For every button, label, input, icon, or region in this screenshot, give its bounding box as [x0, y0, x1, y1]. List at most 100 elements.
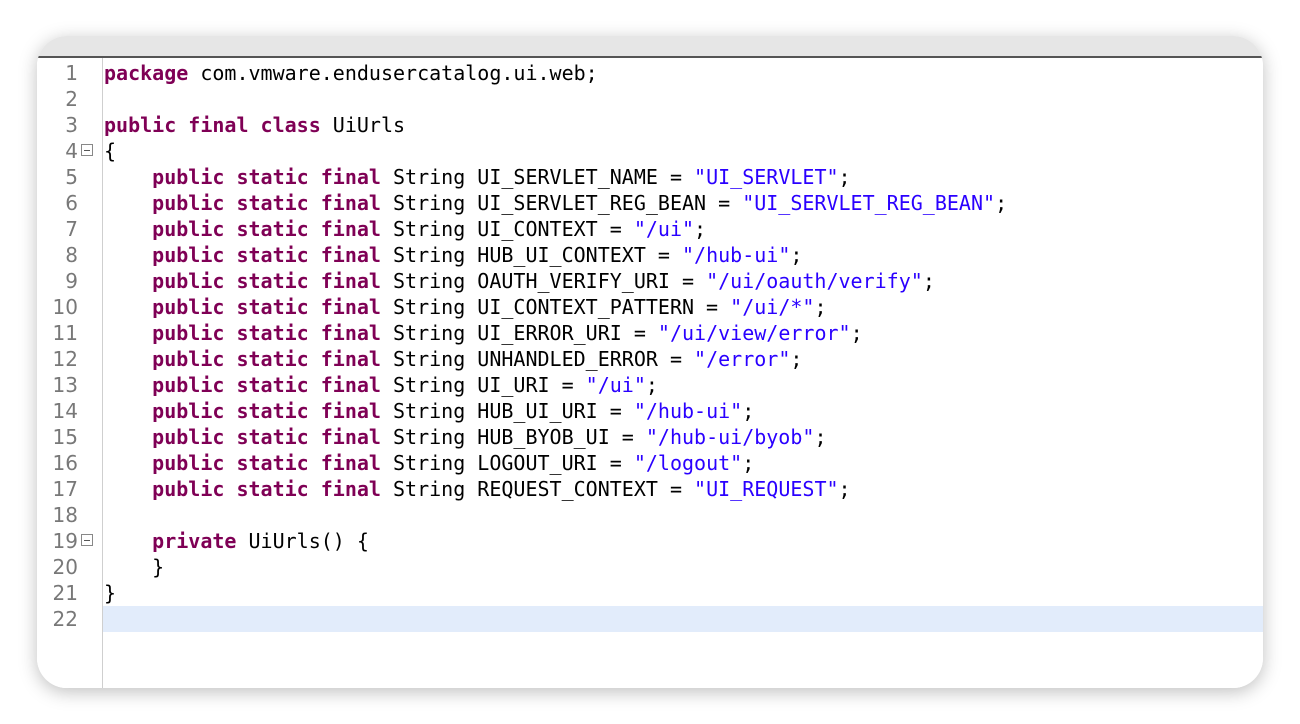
code-token: }	[104, 581, 117, 605]
line-number: 22	[52, 607, 78, 631]
code-text: private UiUrls() {	[104, 528, 369, 554]
code-text: public static final String HUB_BYOB_UI =…	[104, 424, 826, 450]
code-line[interactable]: 21}	[37, 580, 1263, 606]
code-token: ;	[922, 269, 935, 293]
code-line[interactable]: 12 public static final String UNHANDLED_…	[37, 346, 1263, 372]
code-token: UiUrls() {	[236, 529, 369, 553]
code-token: ;	[645, 373, 658, 397]
string-literal-token: "/ui/*"	[730, 295, 815, 319]
fold-collapse-icon[interactable]	[81, 144, 93, 156]
code-token	[104, 243, 152, 267]
string-literal-token: "/hub-ui"	[633, 399, 743, 423]
code-token	[104, 477, 152, 501]
code-token: ;	[694, 217, 707, 241]
line-number: 12	[52, 347, 78, 371]
code-token: ;	[790, 243, 803, 267]
code-text: public final class UiUrls	[104, 112, 405, 138]
string-literal-token: "/logout"	[633, 451, 743, 475]
keyword-token: public static final	[152, 373, 381, 397]
code-token: com.vmware.endusercatalog.ui.web;	[188, 61, 598, 85]
code-token: {	[104, 139, 117, 163]
code-token: String REQUEST_CONTEXT =	[380, 477, 695, 501]
string-literal-token: "/ui"	[633, 217, 695, 241]
code-token	[104, 373, 152, 397]
keyword-token: public static final	[152, 243, 381, 267]
current-line-highlight	[103, 606, 1263, 632]
code-line[interactable]: 2	[37, 86, 1263, 112]
code-line[interactable]: 4{	[37, 138, 1263, 164]
code-text: public static final String REQUEST_CONTE…	[104, 476, 850, 502]
keyword-token: public static final	[152, 217, 381, 241]
code-line[interactable]: 16 public static final String LOGOUT_URI…	[37, 450, 1263, 476]
code-token: String UI_CONTEXT =	[380, 217, 634, 241]
code-token	[104, 165, 152, 189]
string-literal-token: "/ui/oauth/verify"	[706, 269, 923, 293]
string-literal-token: "/hub-ui"	[681, 243, 791, 267]
line-number: 18	[52, 503, 78, 527]
line-number: 4	[65, 139, 78, 163]
string-literal-token: "/ui"	[585, 373, 646, 397]
keyword-token: public static final	[152, 321, 381, 345]
keyword-token: public static final	[152, 451, 381, 475]
window-titlebar	[37, 36, 1263, 58]
code-line[interactable]: 20 }	[37, 554, 1263, 580]
code-line[interactable]: 14 public static final String HUB_UI_URI…	[37, 398, 1263, 424]
line-number: 8	[65, 243, 78, 267]
code-token: String UI_SERVLET_NAME =	[380, 165, 695, 189]
line-number: 5	[65, 165, 78, 189]
code-line[interactable]: 13 public static final String UI_URI = "…	[37, 372, 1263, 398]
code-text: public static final String LOGOUT_URI = …	[104, 450, 754, 476]
line-number: 7	[65, 217, 78, 241]
code-text: }	[104, 580, 116, 606]
code-token: ;	[838, 165, 851, 189]
line-number: 21	[52, 581, 78, 605]
line-number: 10	[52, 295, 78, 319]
code-token	[104, 295, 152, 319]
code-line[interactable]: 19 private UiUrls() {	[37, 528, 1263, 554]
string-literal-token: "/hub-ui/byob"	[645, 425, 815, 449]
line-number: 16	[52, 451, 78, 475]
code-line[interactable]: 8 public static final String HUB_UI_CONT…	[37, 242, 1263, 268]
code-token: String UNHANDLED_ERROR =	[380, 347, 695, 371]
fold-collapse-icon[interactable]	[81, 534, 93, 546]
code-token	[104, 191, 152, 215]
code-text: public static final String HUB_UI_CONTEX…	[104, 242, 802, 268]
code-text: public static final String UNHANDLED_ERR…	[104, 346, 802, 372]
code-line[interactable]: 18	[37, 502, 1263, 528]
code-token: String OAUTH_VERIFY_URI =	[380, 269, 707, 293]
line-number: 15	[52, 425, 78, 449]
string-literal-token: "UI_SERVLET"	[694, 165, 839, 189]
code-token: ;	[790, 347, 803, 371]
code-token	[104, 217, 152, 241]
code-line[interactable]: 7 public static final String UI_CONTEXT …	[37, 216, 1263, 242]
code-line[interactable]: 22	[37, 606, 1263, 632]
code-token: String UI_ERROR_URI =	[380, 321, 658, 345]
code-line[interactable]: 15 public static final String HUB_BYOB_U…	[37, 424, 1263, 450]
code-line[interactable]: 9 public static final String OAUTH_VERIF…	[37, 268, 1263, 294]
keyword-token: public static final	[152, 295, 381, 319]
line-number: 17	[52, 477, 78, 501]
keyword-token: public static final	[152, 269, 381, 293]
line-number: 1	[65, 61, 78, 85]
code-token: String UI_CONTEXT_PATTERN =	[380, 295, 731, 319]
code-line[interactable]: 11 public static final String UI_ERROR_U…	[37, 320, 1263, 346]
code-line[interactable]: 17 public static final String REQUEST_CO…	[37, 476, 1263, 502]
code-token: String HUB_UI_URI =	[380, 399, 634, 423]
code-token: ;	[814, 425, 827, 449]
code-line[interactable]: 6 public static final String UI_SERVLET_…	[37, 190, 1263, 216]
code-token	[104, 321, 152, 345]
line-number: 2	[65, 87, 78, 111]
keyword-token: public final class	[104, 113, 321, 137]
code-line[interactable]: 5 public static final String UI_SERVLET_…	[37, 164, 1263, 190]
keyword-token: public static final	[152, 191, 381, 215]
code-token: ;	[742, 399, 755, 423]
code-token	[104, 425, 152, 449]
keyword-token: public static final	[152, 477, 381, 501]
code-line[interactable]: 10 public static final String UI_CONTEXT…	[37, 294, 1263, 320]
line-number: 13	[52, 373, 78, 397]
keyword-token: public static final	[152, 347, 381, 371]
